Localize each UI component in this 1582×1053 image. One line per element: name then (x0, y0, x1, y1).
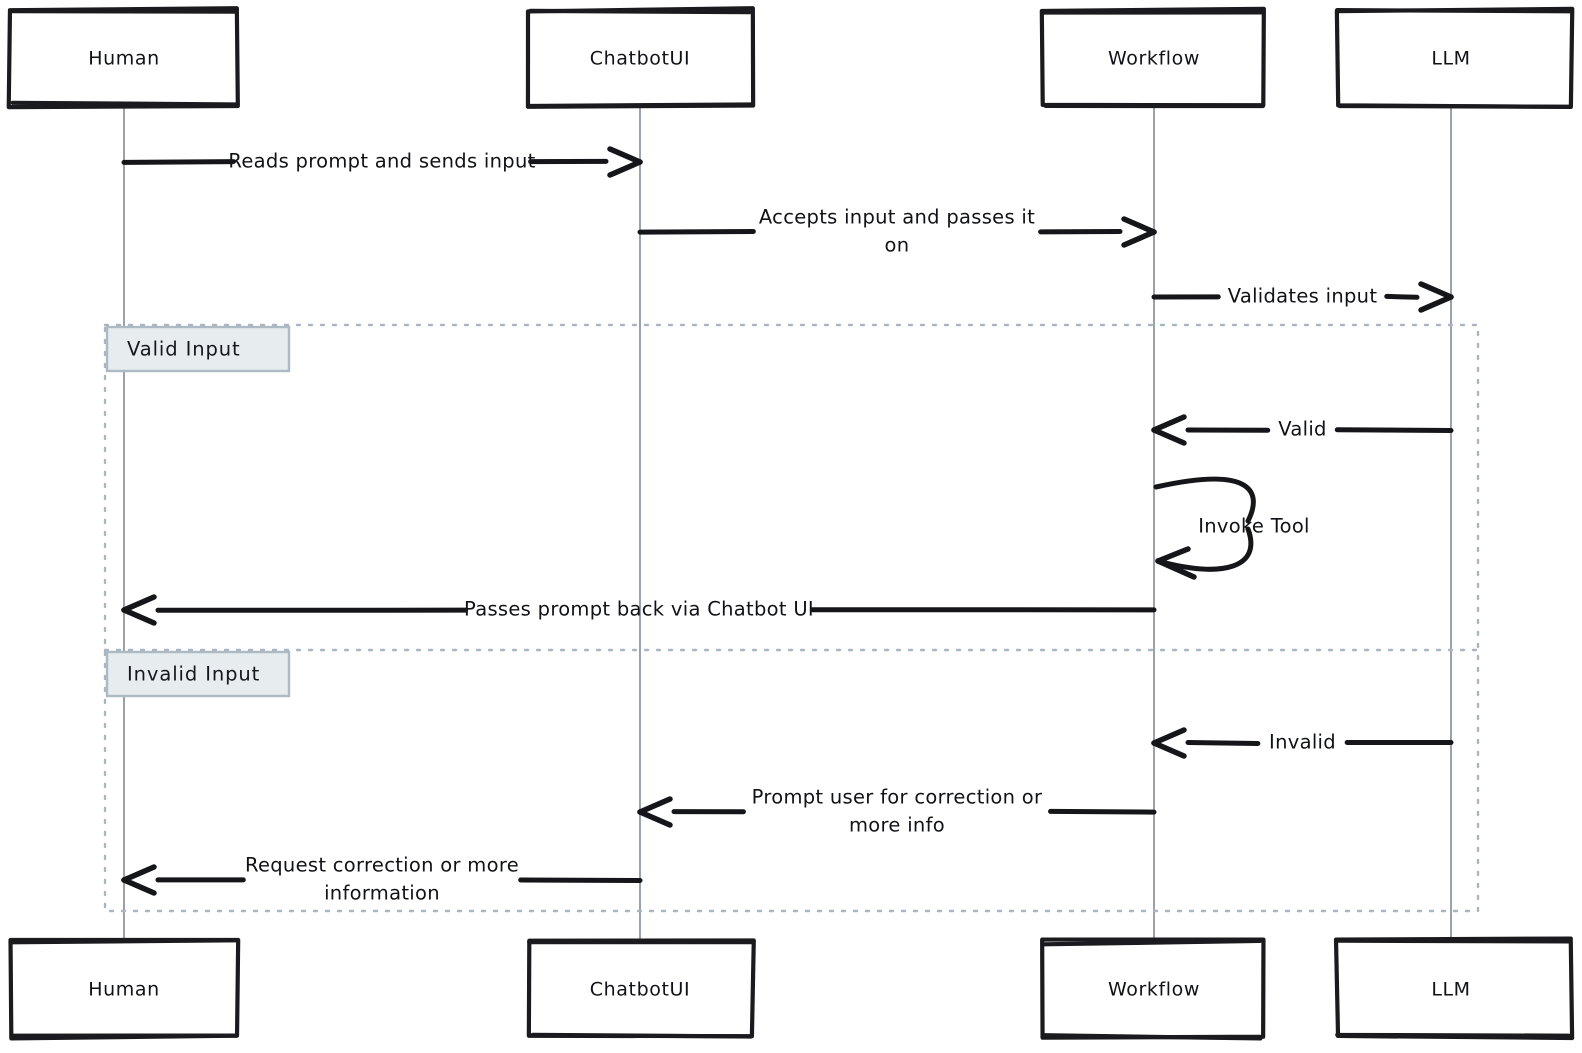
message-label-m7-line-0: Invalid (1269, 731, 1336, 754)
message-label-m2-line-0: Accepts input and passes it (759, 206, 1035, 229)
participant-box-llm-top[interactable]: LLM (1334, 6, 1575, 109)
participant-label-workflow: Workflow (1108, 48, 1200, 70)
participant-box-workflow-bottom[interactable]: Workflow (1040, 937, 1266, 1041)
message-m2: Accepts input and passes it on (637, 206, 1157, 257)
message-m3: Validates input (1151, 281, 1454, 313)
message-label-m5: Invoke Tool (1198, 515, 1310, 538)
message-label-m1-line-0: Reads prompt and sends input (228, 150, 535, 173)
participant-label-human: Human (88, 979, 160, 1001)
group-tag-label-invalid: Invalid Input (127, 663, 260, 686)
message-m5: Invoke Tool (1153, 476, 1310, 580)
participant-box-llm-bottom[interactable]: LLM (1333, 936, 1575, 1041)
lifelines-layer (123, 106, 1452, 941)
message-m7: Invalid (1151, 727, 1454, 759)
group-frames-layer (103, 323, 1480, 913)
participant-label-human: Human (88, 48, 160, 70)
message-label-m3-line-0: Validates input (1228, 285, 1378, 308)
participant-label-chatbotui: ChatbotUI (590, 48, 690, 70)
group-tag-invalid[interactable]: Invalid Input (105, 650, 291, 698)
participant-box-workflow-top[interactable]: Workflow (1039, 6, 1266, 109)
message-label-m6-line-0: Passes prompt back via Chatbot UI (464, 598, 814, 621)
group-frame-alt (103, 323, 1480, 913)
participant-box-chatbotui-top[interactable]: ChatbotUI (525, 6, 756, 109)
participant-label-llm: LLM (1431, 979, 1470, 1001)
message-label-m4-line-0: Valid (1278, 418, 1327, 441)
participants-layer: HumanHumanChatbotUIChatbotUIWorkflowWork… (6, 6, 1575, 1041)
group-tag-valid[interactable]: Valid Input (105, 325, 291, 373)
message-label-m9-line-0: Request correction or more (245, 854, 519, 877)
message-m9: Request correction or more information (121, 854, 643, 905)
message-label-m8-line-0: Prompt user for correction or (752, 786, 1043, 809)
participant-label-llm: LLM (1431, 48, 1470, 70)
message-m6: Passes prompt back via Chatbot UI (121, 594, 1157, 626)
participant-box-chatbotui-bottom[interactable]: ChatbotUI (526, 938, 756, 1039)
participant-box-human-bottom[interactable]: Human (8, 937, 241, 1041)
participant-box-human-top[interactable]: Human (6, 6, 240, 110)
group-tag-label-valid: Valid Input (127, 338, 241, 361)
message-label-m9-line-1: information (324, 882, 440, 905)
message-label-m8-line-1: more info (849, 814, 945, 837)
participant-label-workflow: Workflow (1108, 979, 1200, 1001)
message-m4: Valid (1151, 414, 1454, 446)
message-m1: Reads prompt and sends input (121, 146, 643, 178)
message-m8: Prompt user for correction or more info (637, 786, 1157, 837)
message-label-m2-line-1: on (885, 234, 910, 257)
participant-label-chatbotui: ChatbotUI (590, 979, 690, 1001)
